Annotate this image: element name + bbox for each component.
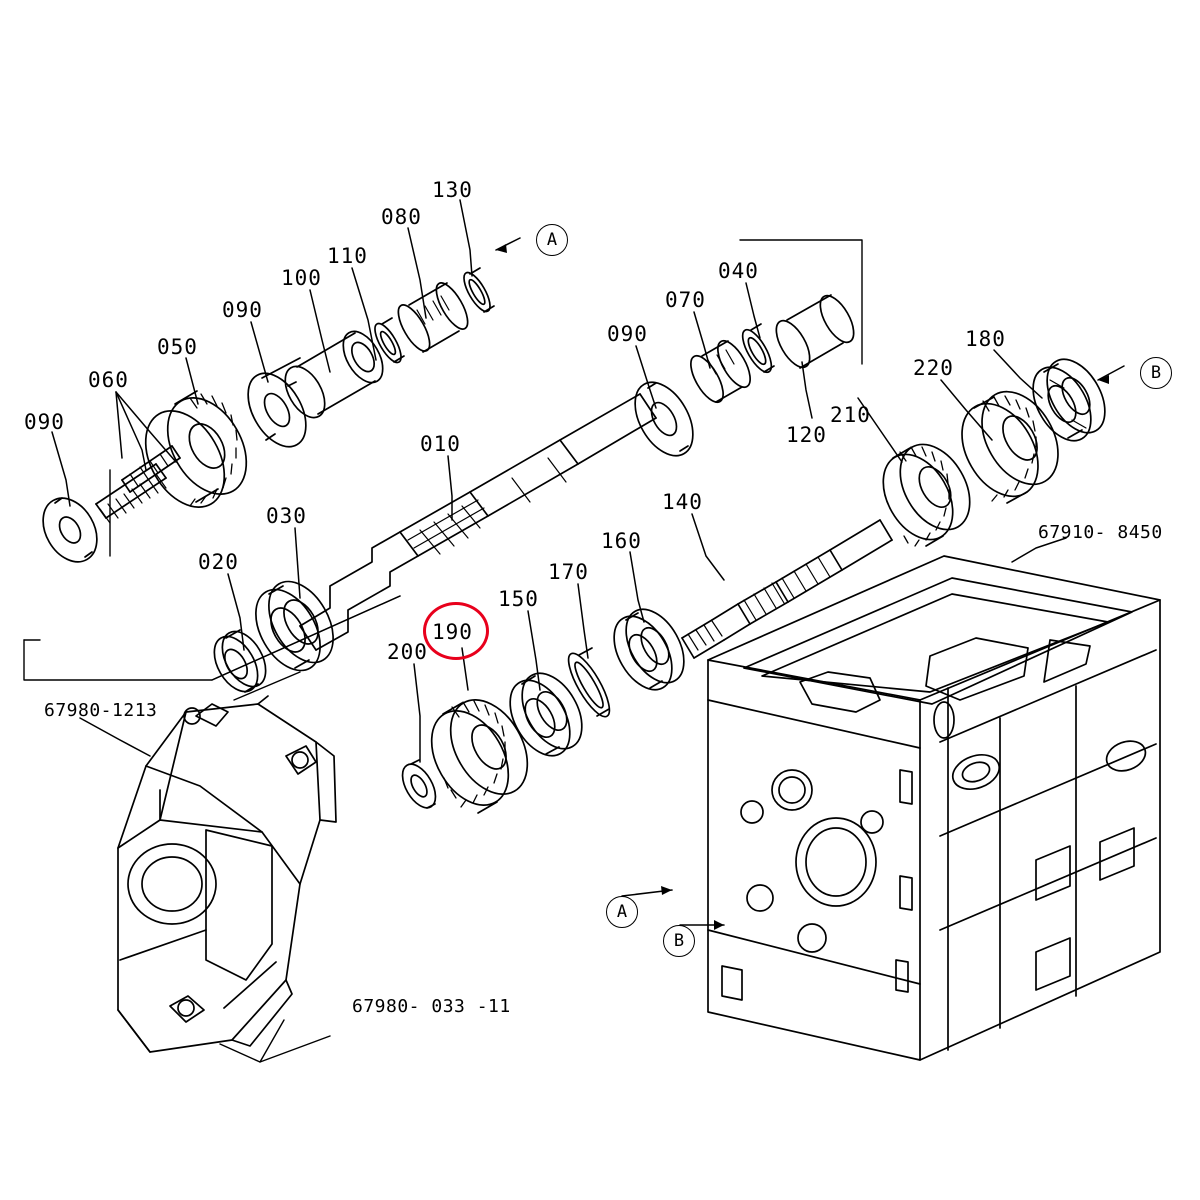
part-090-washer-left <box>42 497 98 563</box>
callout-120: 120 <box>786 423 827 447</box>
section-marker-a-bottom: A <box>606 896 638 928</box>
part-200-washer <box>401 759 437 809</box>
callout-220: 220 <box>913 356 954 380</box>
section-marker-b-right: B <box>1140 357 1172 389</box>
section-marker-a-top: A <box>536 224 568 256</box>
leader-lines <box>51 199 1067 763</box>
callout-010: 010 <box>420 432 461 456</box>
part-150-bearing <box>509 672 583 757</box>
part-060-needle-rollers <box>95 445 181 524</box>
callout-200: 200 <box>387 640 428 664</box>
part-210-gear <box>882 443 971 547</box>
drawing-number: 67980- 033 -11 <box>352 996 511 1017</box>
part-040-ring <box>741 323 775 374</box>
transmission-case-right <box>707 555 1161 1061</box>
part-170-ring <box>567 647 611 718</box>
callout-170: 170 <box>548 560 589 584</box>
part-090-washer-2 <box>247 357 307 448</box>
part-140-splined-shaft <box>681 519 893 659</box>
part-160-bearing <box>613 608 685 691</box>
part-080-needle-bearing <box>397 282 469 353</box>
callout-140: 140 <box>662 490 703 514</box>
callout-160: 160 <box>601 529 642 553</box>
part-020-bearing <box>213 629 267 693</box>
callout-130: 130 <box>432 178 473 202</box>
part-number-case-left: 67980-1213 <box>44 700 158 721</box>
callout-150: 150 <box>498 587 539 611</box>
part-100-collar <box>284 330 384 419</box>
part-050-gear <box>144 390 248 508</box>
callout-050: 050 <box>157 335 198 359</box>
part-120-sleeve <box>775 294 855 369</box>
part-110-ring <box>374 317 405 364</box>
callout-210: 210 <box>830 403 871 427</box>
callout-080: 080 <box>381 205 422 229</box>
section-marker-b-bottom: B <box>663 925 695 957</box>
highlight-ring-190 <box>423 602 489 660</box>
callout-060: 060 <box>88 368 129 392</box>
callout-090-3: 090 <box>607 322 648 346</box>
callout-070: 070 <box>665 288 706 312</box>
part-070-needle-bearing <box>690 339 751 404</box>
transmission-housing-left <box>117 695 337 1053</box>
part-number-case-right: 67910- 8450 <box>1038 522 1163 543</box>
callout-110: 110 <box>327 244 368 268</box>
callout-190: 190 <box>432 620 473 644</box>
callout-030: 030 <box>266 504 307 528</box>
callout-020: 020 <box>198 550 239 574</box>
callout-090-left: 090 <box>24 410 65 434</box>
part-220-gear <box>961 390 1059 504</box>
part-190-gear <box>430 699 529 814</box>
callout-180: 180 <box>965 327 1006 351</box>
part-180-bearing <box>1032 358 1106 442</box>
callout-040: 040 <box>718 259 759 283</box>
part-030-ball-bearing <box>255 580 334 672</box>
part-090-washer-3 <box>634 381 694 457</box>
callout-090-2: 090 <box>222 298 263 322</box>
part-010-main-shaft <box>299 393 657 651</box>
part-130-snap-ring <box>463 267 495 313</box>
callout-100: 100 <box>281 266 322 290</box>
